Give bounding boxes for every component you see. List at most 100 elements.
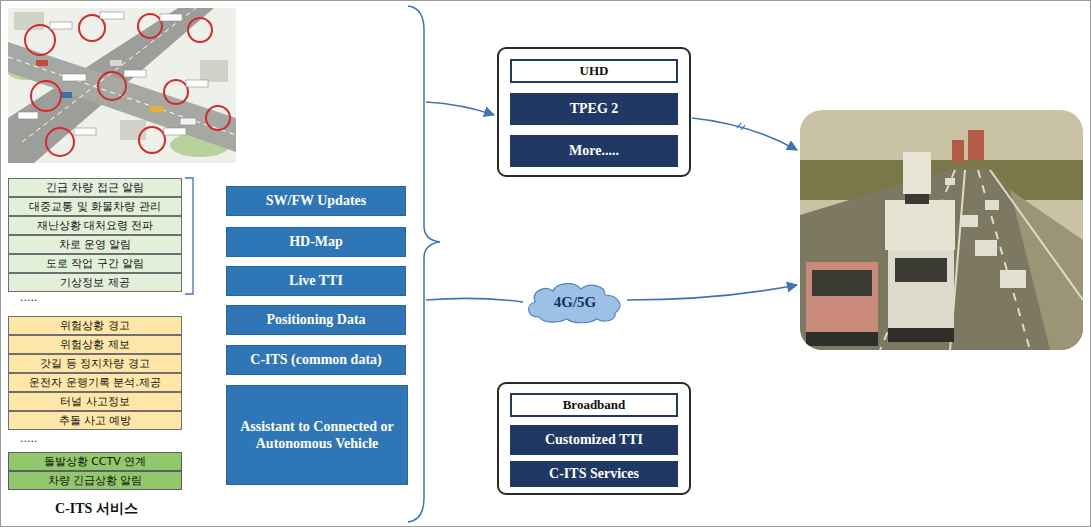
lane-line	[22, 8, 196, 142]
car	[110, 60, 122, 66]
node-text: SW/FW Updates	[266, 192, 366, 210]
arrow-tick	[737, 123, 745, 130]
node-text: 긴급 차량 접근 알림	[46, 180, 145, 195]
node-text: 도로 작업 구간 알림	[46, 256, 145, 271]
callout-circles	[25, 25, 55, 55]
broadcast-group: UHDTPEG 2More.....	[497, 47, 691, 177]
tiny-tags	[74, 128, 96, 135]
content-box: Assistant to Connected or Autonomous Veh…	[226, 385, 408, 485]
cars	[975, 240, 997, 256]
callout-circles	[188, 18, 212, 42]
node-text: Broadband	[563, 397, 626, 413]
node-text: 갓길 등 정지차량 경고	[40, 356, 150, 371]
service-box: 대중교통 및 화물차량 관리	[8, 197, 182, 216]
truck-white	[885, 200, 955, 342]
cars	[1000, 270, 1026, 288]
truck-red	[806, 332, 878, 346]
channel-box: C-ITS Services	[510, 461, 678, 487]
tiny-tags	[18, 112, 38, 119]
node-text: Customized TTI	[545, 432, 643, 448]
truck-white	[888, 250, 954, 328]
service-box: 위험상황 경고	[8, 316, 182, 335]
lane-markings	[880, 170, 1083, 350]
building	[120, 120, 146, 140]
truck-far	[903, 152, 931, 194]
ellipsis-text: .....	[20, 432, 37, 445]
tiny-tags	[50, 22, 72, 29]
truck-red	[806, 262, 878, 332]
lane-line	[8, 57, 236, 135]
node-text: HD-Map	[289, 233, 343, 251]
lane-markings	[880, 170, 955, 350]
node-text: 돌발상황 CCTV 연계	[44, 454, 147, 469]
channel-header: Broadband	[510, 393, 678, 417]
callout-circles	[164, 80, 188, 104]
flow-arrow	[627, 285, 797, 300]
node-text: C-ITS Services	[549, 466, 639, 482]
traffic-illustration	[8, 8, 236, 163]
truck-far	[903, 152, 931, 204]
content-box: Positioning Data	[226, 305, 406, 335]
node-text: 차량 긴급상황 알림	[48, 473, 143, 488]
content-box: HD-Map	[226, 227, 406, 257]
service-box: 터널 사고정보	[8, 392, 182, 411]
service-box: 추돌 사고 예방	[8, 411, 182, 430]
callout-circles	[25, 14, 230, 156]
node-text: 위험상황 제보	[60, 337, 130, 352]
flow-line	[426, 298, 523, 302]
service-box: 기상정보 제공	[8, 273, 182, 292]
road-surface	[800, 168, 1083, 350]
service-box: 차량 긴급상황 알림	[8, 471, 182, 490]
highway-photo	[800, 110, 1083, 350]
node-text: Positioning Data	[266, 311, 365, 329]
content-box: C-ITS (common data)	[226, 345, 406, 375]
cloud-outline	[529, 284, 620, 323]
service-box: 긴급 차량 접근 알림	[8, 178, 182, 197]
node-text: 재난상황 대처요령 전파	[37, 218, 154, 233]
content-box: SW/FW Updates	[226, 186, 406, 216]
callout-circles	[138, 14, 162, 38]
callout-circles	[139, 127, 165, 153]
node-text: 위험상황 경고	[60, 318, 130, 333]
channel-box: TPEG 2	[510, 93, 678, 125]
broadband-group: BroadbandCustomized TTI C-ITS Services	[497, 382, 691, 495]
cars	[960, 215, 978, 227]
callout-circles	[46, 128, 74, 156]
car	[150, 106, 164, 112]
node-text: 터널 사고정보	[60, 394, 130, 409]
node-text: TPEG 2	[570, 101, 619, 117]
red-trucks-far	[968, 130, 984, 160]
content-box: Live TTI	[226, 266, 406, 296]
truck-far	[905, 194, 929, 204]
list-bracket	[185, 178, 193, 294]
node-text: Assistant to Connected or Autonomous Veh…	[233, 418, 401, 453]
truck-red	[812, 270, 872, 296]
cars	[945, 178, 1026, 288]
tiny-tags	[160, 14, 182, 21]
curly-brace	[408, 6, 440, 522]
tiny-tags	[18, 12, 208, 135]
ellipsis-text: .....	[20, 291, 37, 304]
service-box: 차로 운영 알림	[8, 235, 182, 254]
node-text: Live TTI	[289, 272, 343, 290]
tiny-tags	[100, 12, 124, 19]
callout-circles	[206, 106, 230, 130]
truck-white	[888, 328, 954, 342]
truck-red	[806, 262, 878, 346]
node-text: UHD	[580, 63, 609, 79]
tiny-tags	[62, 74, 86, 81]
truck-white	[895, 258, 947, 282]
node-text: C-ITS (common data)	[250, 351, 381, 369]
truck-white	[885, 200, 955, 250]
sky	[800, 110, 1083, 350]
node-text: 기상정보 제공	[60, 275, 130, 290]
truck	[180, 118, 196, 125]
car	[36, 60, 48, 66]
tiny-tags	[164, 128, 186, 135]
service-box: 위험상황 제보	[8, 335, 182, 354]
lane-markings	[990, 170, 1083, 300]
building	[200, 60, 228, 82]
node-text: 운전자 운행기록 분석.제공	[29, 375, 161, 390]
node-text: 차로 운영 알림	[59, 237, 132, 252]
